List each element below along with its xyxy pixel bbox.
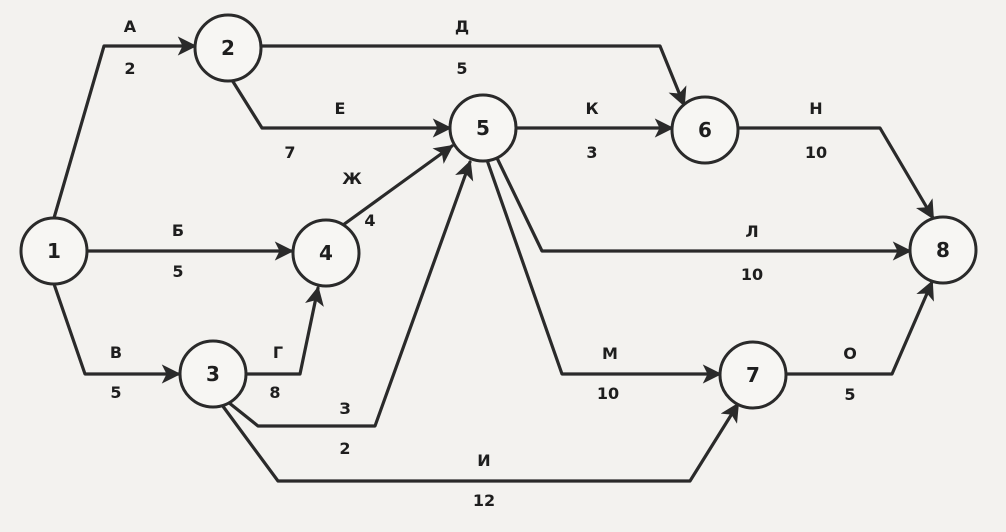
node-5: 5: [448, 93, 518, 163]
node-circle-2: [193, 13, 263, 83]
edge-arrow-3-5: [226, 160, 474, 428]
node-7: 7: [718, 340, 788, 410]
edge-weight-3-5: 2: [339, 439, 350, 458]
edge-label-1-2: А: [124, 17, 137, 36]
edge-weight-2-6: 5: [456, 59, 467, 78]
edge-weight-1-2: 2: [124, 59, 135, 78]
node-label-2: 2: [221, 36, 235, 60]
node-label-3: 3: [206, 362, 220, 386]
edge-weight-2-5: 7: [284, 143, 295, 162]
edge-label-1-4: Б: [172, 221, 184, 240]
edge-label-3-4: Г: [273, 343, 283, 362]
edge-arrow-3-7: [220, 402, 740, 483]
node-3: 3: [178, 339, 248, 409]
edge-label-5-7: М: [602, 344, 618, 363]
node-label-8: 8: [936, 238, 950, 262]
edge-weight-3-4: 8: [269, 383, 280, 402]
edge-arrow-4-5: [341, 144, 454, 227]
node-circle-6: [670, 95, 740, 165]
node-circle-8: [908, 215, 978, 285]
node-label-6: 6: [698, 118, 712, 142]
node-4: 4: [291, 218, 361, 288]
edge-label-1-3: В: [110, 343, 122, 362]
edge-arrow-2-6: [259, 44, 687, 107]
edge-arrow-3-4: [242, 286, 324, 376]
node-1: 1: [19, 216, 89, 286]
edge-label-7-8: О: [843, 344, 857, 363]
node-label-1: 1: [47, 239, 61, 263]
edge-arrow-7-8: [784, 280, 934, 376]
node-circle-1: [19, 216, 89, 286]
edge-weight-1-4: 5: [172, 262, 183, 281]
edge-arrow-1-3: [52, 282, 181, 384]
edge-label-6-8: Н: [809, 99, 822, 118]
edge-weight-1-3: 5: [110, 383, 121, 402]
node-label-7: 7: [746, 363, 760, 387]
node-circle-3: [178, 339, 248, 409]
node-circle-4: [291, 218, 361, 288]
edge-label-5-8: Л: [745, 222, 758, 241]
node-6: 6: [670, 95, 740, 165]
node-circle-5: [448, 93, 518, 163]
edge-label-5-6: К: [585, 99, 598, 118]
edge-label-2-5: Е: [335, 99, 346, 118]
edge-arrow-2-5: [230, 78, 452, 138]
edge-weight-5-8: 10: [741, 265, 763, 284]
edge-weight-3-7: 12: [473, 491, 495, 510]
edge-weight-5-7: 10: [597, 384, 619, 403]
edge-label-3-5: З: [339, 399, 350, 418]
edge-weight-7-8: 5: [844, 385, 855, 404]
nodes-layer: 1 2 3 4 5 6 7 8: [19, 13, 978, 410]
node-circle-7: [718, 340, 788, 410]
edge-arrow-6-8: [736, 126, 935, 220]
edge-label-2-6: Д: [455, 17, 469, 36]
edge-arrow-1-2: [52, 36, 197, 220]
node-8: 8: [908, 215, 978, 285]
edge-arrow-5-8: [495, 156, 912, 261]
edge-label-3-7: И: [477, 451, 490, 470]
edge-arrow-5-7: [485, 158, 722, 384]
edge-weight-5-6: 3: [586, 143, 597, 162]
edge-label-4-5: Ж: [342, 169, 362, 188]
node-2: 2: [193, 13, 263, 83]
edge-weight-6-8: 10: [805, 143, 827, 162]
node-label-4: 4: [319, 241, 333, 265]
node-label-5: 5: [476, 116, 490, 140]
edge-weight-4-5: 4: [364, 211, 375, 230]
